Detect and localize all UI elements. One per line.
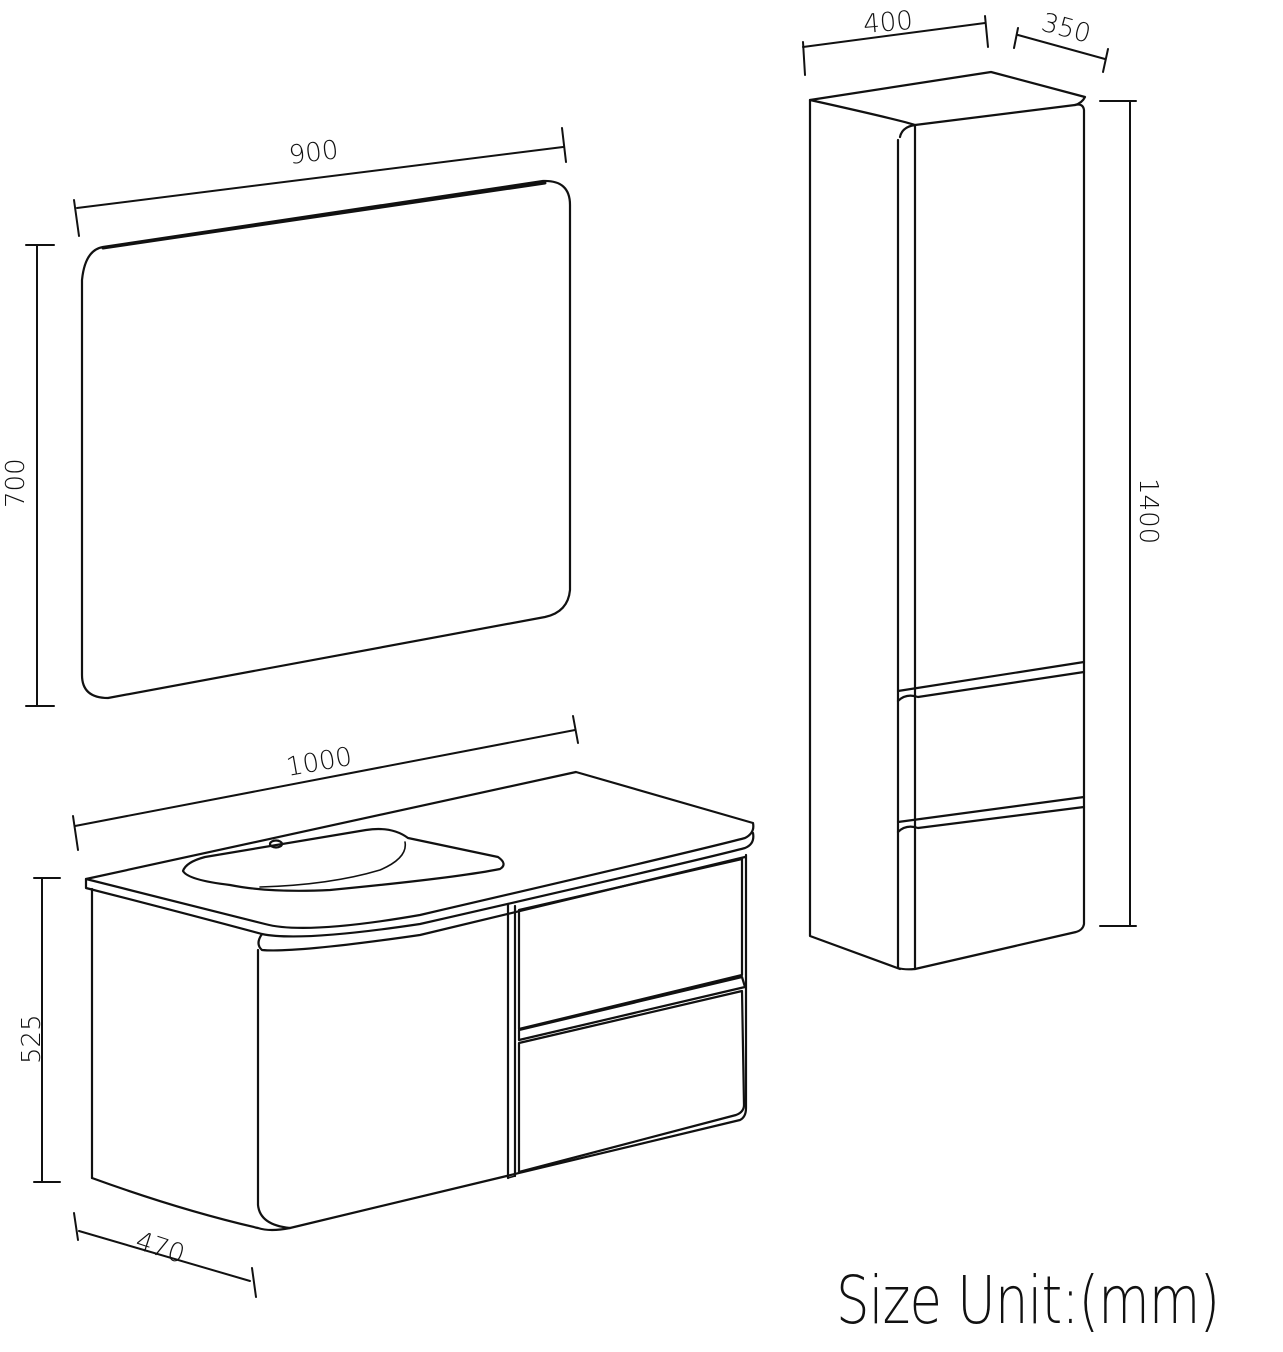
tall-cabinet [808,70,1087,971]
mirror-height-dimension: 700 [1,244,55,707]
tall-cabinet-width-dimension: 400 [802,6,989,76]
tall-cabinet-height-label: 1400 [1133,478,1163,544]
vanity-width-label: 1000 [284,742,354,783]
tall-cabinet-height-dimension: 1400 [1099,100,1163,927]
mirror-width-dimension: 900 [73,127,567,237]
tall-cabinet-width-label: 400 [862,6,914,40]
mirror-height-label: 700 [1,458,31,508]
mirror [80,179,572,700]
vanity-height-label: 525 [17,1014,47,1064]
vanity-height-dimension: 525 [17,877,61,1183]
vanity-depth-dimension: 470 [73,1212,257,1298]
vanity-width-dimension: 1000 [72,715,579,851]
mirror-width-label: 900 [287,135,340,171]
vanity-depth-label: 470 [132,1226,188,1270]
vanity-cabinet [84,770,755,1232]
tall-cabinet-depth-dimension: 350 [1013,8,1109,73]
size-unit-note: Size Unit:(mm) [836,1262,1220,1339]
